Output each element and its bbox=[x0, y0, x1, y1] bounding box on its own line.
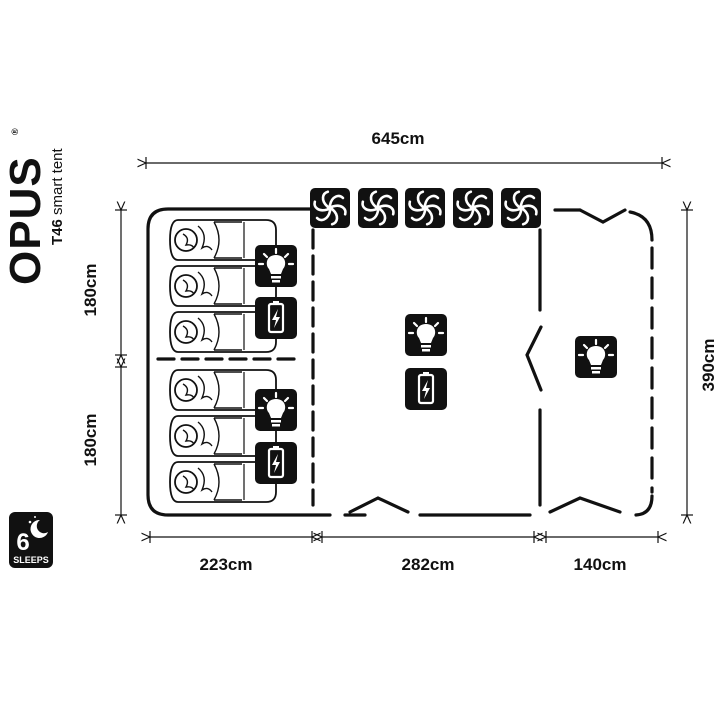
bedroom-wall bbox=[146, 207, 332, 517]
model-name: T46 bbox=[49, 219, 66, 245]
living-width-label: 282cm bbox=[402, 555, 455, 574]
moon-stars-icon bbox=[28, 516, 48, 538]
fan-row bbox=[308, 186, 543, 230]
lightbulb-icon bbox=[253, 387, 299, 433]
lightbulb-icon bbox=[403, 312, 449, 358]
total-depth-label: 390cm bbox=[699, 339, 718, 392]
fan-icon bbox=[308, 186, 352, 230]
porch-top-door bbox=[578, 208, 627, 224]
total-width-label: 645cm bbox=[372, 129, 425, 148]
battery-charging-icon bbox=[403, 366, 449, 412]
porch-width-label: 140cm bbox=[574, 555, 627, 574]
battery-charging-icon bbox=[253, 295, 299, 341]
fan-icon bbox=[403, 186, 447, 230]
porch-top-corner bbox=[628, 210, 654, 242]
battery-charging-icon bbox=[253, 440, 299, 486]
porch-bottom-corner bbox=[634, 494, 654, 517]
lightbulb-icon bbox=[253, 243, 299, 289]
bedroom-lower-depth-label: 180cm bbox=[81, 414, 100, 467]
opus-logo-text: OPUS bbox=[1, 156, 50, 285]
fan-icon bbox=[356, 186, 400, 230]
bedroom-upper-depth-label: 180cm bbox=[81, 264, 100, 317]
porch-bottom-door bbox=[548, 496, 622, 514]
porch-divider-door bbox=[525, 325, 543, 392]
registered-mark: ® bbox=[10, 128, 20, 135]
bedroom-width-label: 223cm bbox=[200, 555, 253, 574]
sleeps-number: 6 bbox=[16, 529, 29, 556]
living-door-peak bbox=[348, 496, 410, 514]
sleeps-badge: 6 SLEEPS bbox=[9, 512, 53, 568]
dimension-lines bbox=[115, 157, 693, 543]
brand-logo: OPUS ® T46 smart tent bbox=[1, 128, 66, 285]
fan-icon bbox=[451, 186, 495, 230]
fan-icon bbox=[499, 186, 543, 230]
tent-outline bbox=[146, 207, 654, 517]
sleeps-label: SLEEPS bbox=[13, 555, 49, 565]
lightbulb-icon bbox=[573, 334, 619, 380]
model-suffix: smart tent bbox=[49, 147, 66, 215]
